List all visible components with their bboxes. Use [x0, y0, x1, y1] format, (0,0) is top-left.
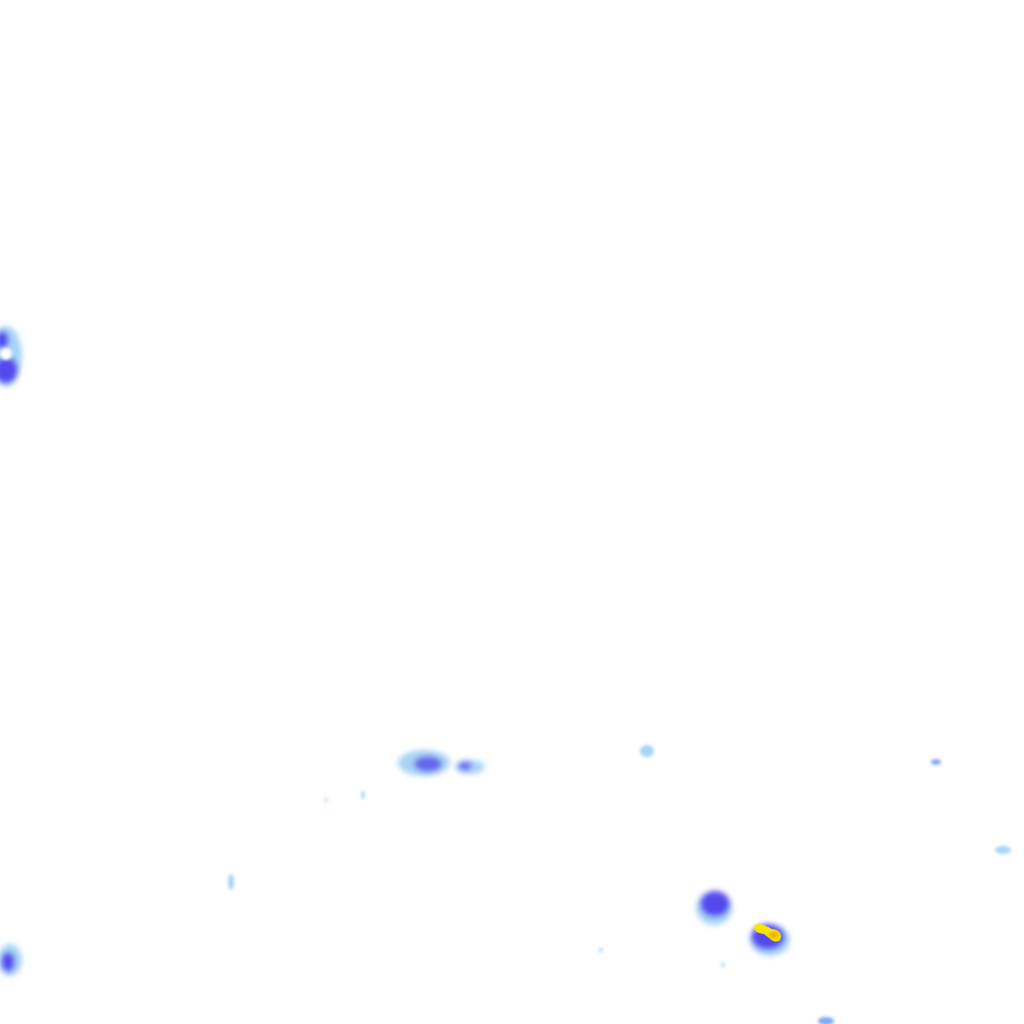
precip-cell-left-lower: [0, 944, 22, 976]
precip-cell-small: [228, 745, 1011, 1024]
precip-cell-bottom-right-2: [750, 923, 790, 956]
precip-cell-bottom-right-1: [696, 891, 732, 925]
precip-cell-center: [398, 750, 485, 776]
